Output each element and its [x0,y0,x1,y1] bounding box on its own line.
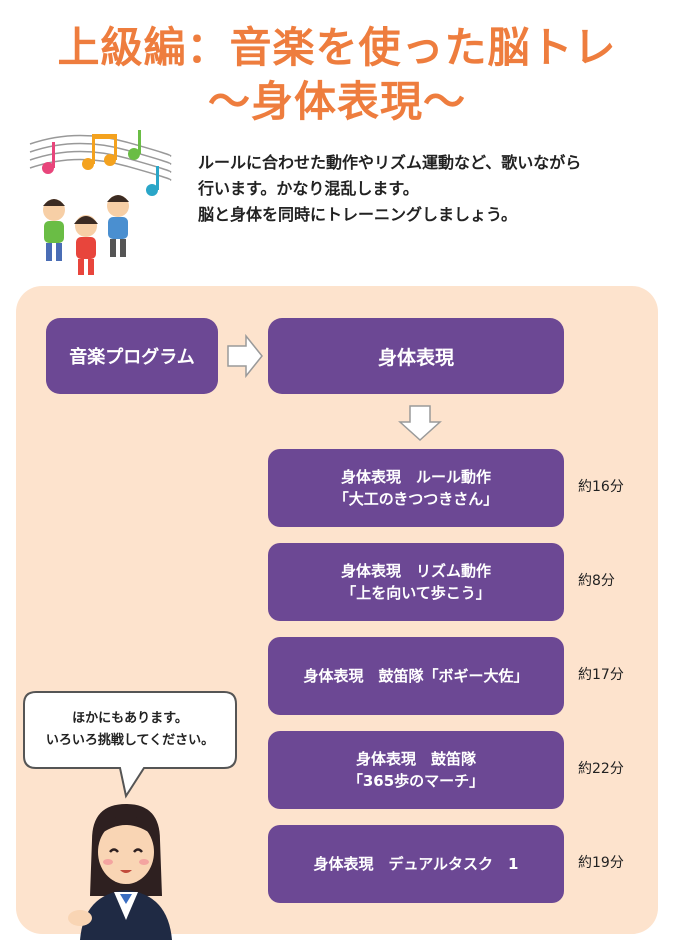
program-duration: 約8分 [578,573,615,589]
program-item-title: 身体表現 リズム動作 [340,562,491,580]
program-item-title: 身体表現 鼓笛隊 [355,750,476,768]
program-duration: 約19分 [578,855,624,871]
speech-line-1: ほかにもあります。 [72,711,188,726]
music-children-illustration [29,130,172,275]
body-expression-button[interactable]: 身体表現 [268,318,564,394]
intro-line-1: ルールに合わせた動作やリズム運動など、歌いながら [198,153,582,172]
program-item-4[interactable]: 身体表現 鼓笛隊 「365歩のマーチ」 [268,731,564,809]
speech-bubble [23,691,237,799]
program-item-5[interactable]: 身体表現 デュアルタスク 1 [268,825,564,903]
program-duration: 約22分 [578,761,624,777]
program-duration: 約17分 [578,667,624,683]
program-duration: 約16分 [578,479,624,495]
program-item-2[interactable]: 身体表現 リズム動作 「上を向いて歩こう」 [268,543,564,621]
arrow-right-icon [227,334,263,378]
program-item-song: 「大工のきつつきさん」 [333,490,499,508]
speech-text: ほかにもあります。 いろいろ挑戦してください。 [22,708,238,752]
program-item-title: 身体表現 ルール動作 [340,468,491,486]
music-program-button[interactable]: 音楽プログラム [46,318,218,394]
body-expression-label: 身体表現 [377,346,454,369]
program-item-song: 「365歩のマーチ」 [347,772,485,790]
program-item-title: 身体表現 デュアルタスク 1 [313,855,519,873]
page-subtitle: 〜身体表現〜 [207,77,466,126]
program-item-title: 身体表現 鼓笛隊「ボギー大佐」 [303,667,529,685]
speech-line-2: いろいろ挑戦してください。 [45,733,215,748]
page-title: 上級編：音楽を使った脳トレ [57,23,617,72]
staff-woman-illustration [68,804,172,940]
intro-text: ルールに合わせた動作やリズム運動など、歌いながら 行います。かなり混乱します。 … [198,150,658,228]
intro-line-2: 行います。かなり混乱します。 [198,179,419,198]
program-item-1[interactable]: 身体表現 ルール動作 「大工のきつつきさん」 [268,449,564,527]
intro-line-3: 脳と身体を同時にトレーニングしましょう。 [198,205,518,224]
arrow-down-icon [398,405,442,442]
music-program-label: 音楽プログラム [69,347,195,368]
program-item-song: 「上を向いて歩こう」 [341,584,491,602]
program-item-3[interactable]: 身体表現 鼓笛隊「ボギー大佐」 [268,637,564,715]
